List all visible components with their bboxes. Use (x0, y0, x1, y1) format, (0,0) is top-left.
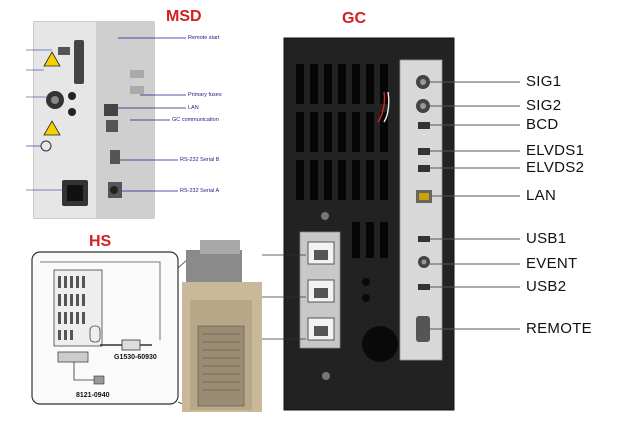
gc-port-event: EVENT (526, 255, 578, 272)
gc-port-usb1: USB1 (526, 230, 567, 247)
gc-port-bcd: BCD (526, 116, 559, 133)
msd-callout-lan: LAN (188, 105, 199, 111)
hs-cable-part-number: G1530-60930 (114, 354, 157, 361)
msd-callout-rs232-serial-b: RS-232 Serial B (180, 157, 220, 163)
gc-title: GC (342, 10, 366, 27)
hs-instrument (182, 240, 262, 412)
warning-icon (43, 51, 61, 67)
gc-port-sig2: SIG2 (526, 97, 562, 114)
gc-port-sig1: SIG1 (526, 73, 562, 90)
msd-panel (26, 21, 186, 219)
hs-title: HS (89, 233, 112, 250)
hs-connector-part-number: 8121-0940 (76, 392, 110, 399)
msd-callout-rs232-serial-a: RS-232 Serial A (180, 188, 220, 194)
gc-port-elvds1: ELVDS1 (526, 142, 585, 159)
gc-port-lan: LAN (526, 187, 557, 204)
warning-icon (43, 120, 61, 136)
msd-callout-remote-start: Remote start (188, 35, 220, 41)
gc-panel (262, 37, 520, 411)
gc-port-remote: REMOTE (526, 320, 592, 337)
gc-port-usb2: USB2 (526, 278, 567, 295)
msd-callout-gc-communication: GC communication (172, 117, 219, 123)
hs-inset (31, 249, 199, 411)
msd-title: MSD (166, 8, 202, 25)
gc-port-elvds2: ELVDS2 (526, 159, 585, 176)
msd-callout-primary-fuses: Primary fuses (188, 92, 222, 98)
